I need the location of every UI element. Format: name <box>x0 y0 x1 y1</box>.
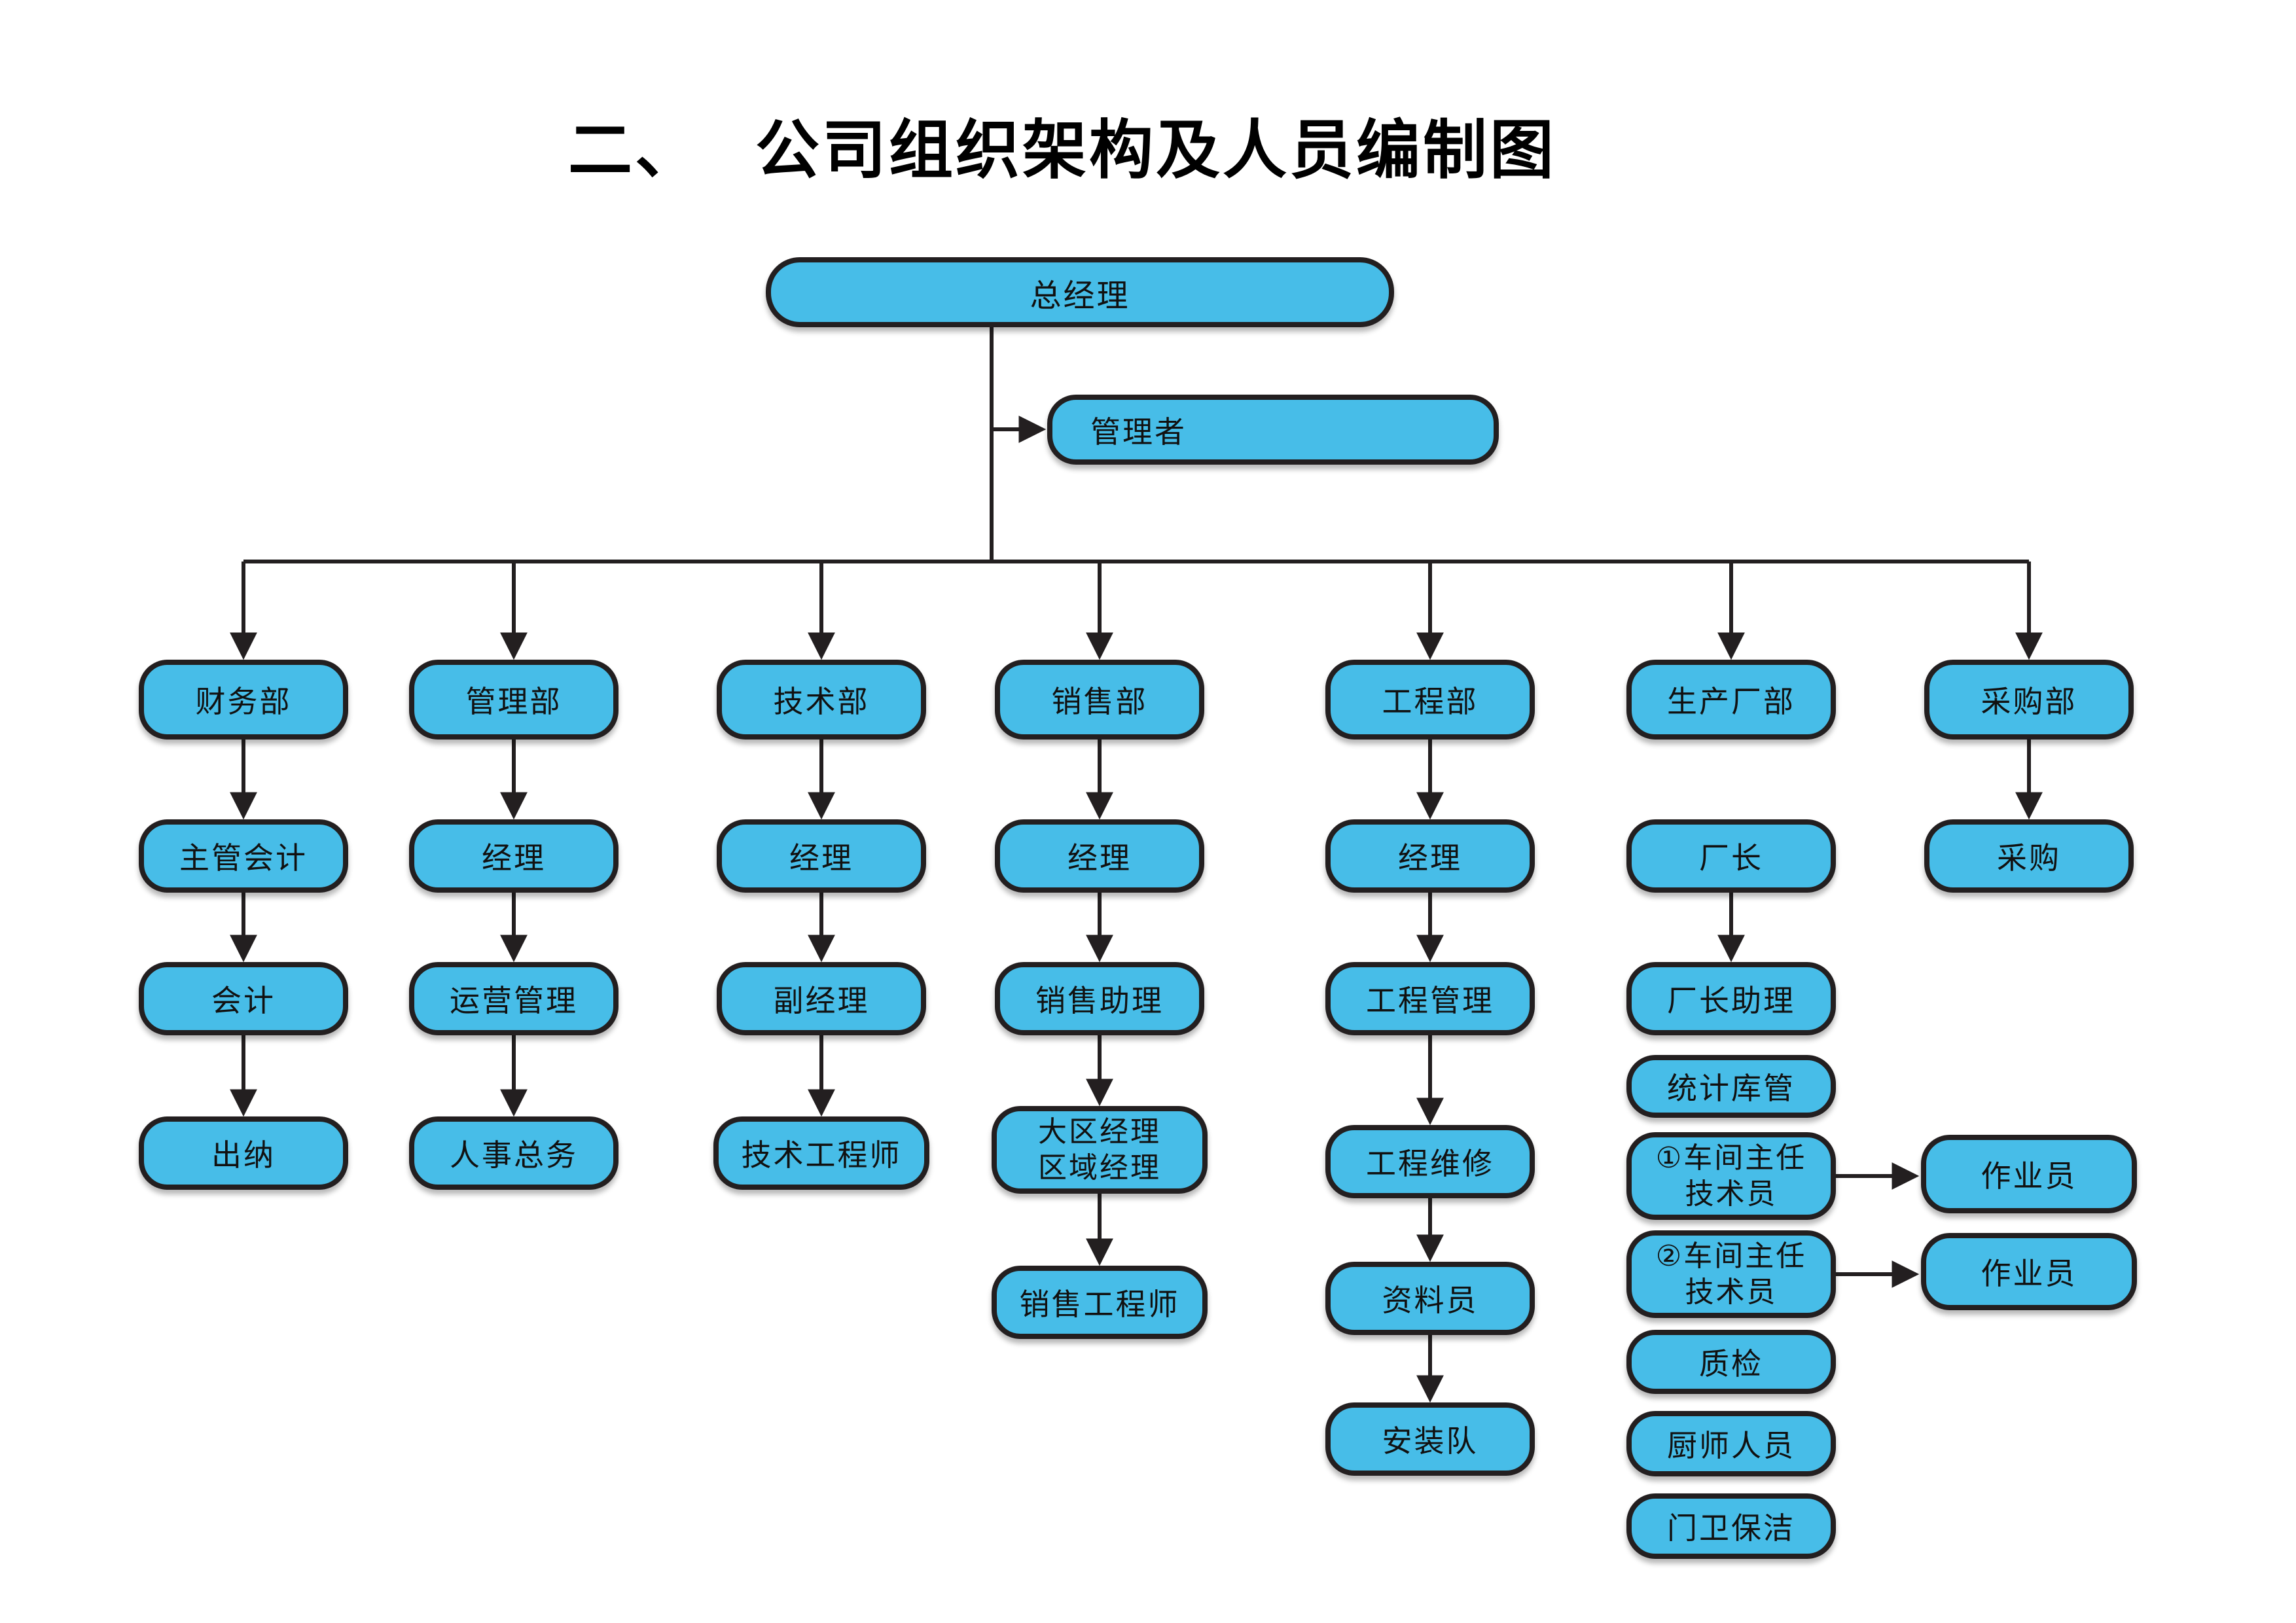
node-engineering-management: 工程管理 <box>1325 962 1535 1035</box>
node-admin-dept: 管理部 <box>409 660 619 740</box>
node-tech-engineer: 技术工程师 <box>713 1116 929 1190</box>
node-line: 大区经理 <box>1038 1116 1161 1148</box>
node-factory-director: 厂长 <box>1626 819 1836 893</box>
node-line: 区域经理 <box>1038 1152 1161 1184</box>
node-deputy-manager: 副经理 <box>717 962 926 1035</box>
node-line: 技术员 <box>1685 1178 1778 1210</box>
node-procurement: 采购 <box>1924 819 2134 893</box>
node-tech-dept: 技术部 <box>717 660 926 740</box>
node-workshop1-director: ①车间主任 技术员 <box>1626 1132 1836 1220</box>
node-sales-engineer: 销售工程师 <box>992 1266 1208 1339</box>
node-finance-dept: 财务部 <box>139 660 348 740</box>
node-accountant: 会计 <box>139 962 348 1035</box>
node-stats-warehouse-keeper: 统计库管 <box>1626 1055 1836 1118</box>
node-production-dept: 生产厂部 <box>1626 660 1836 740</box>
node-cashier: 出纳 <box>139 1116 348 1190</box>
node-chief-accountant: 主管会计 <box>139 819 348 893</box>
node-operator-1: 作业员 <box>1921 1135 2137 1213</box>
title-text: 公司组织架构及人员编制图 <box>755 114 1557 186</box>
title-numbering: 二、 <box>568 114 702 186</box>
node-quality-inspection: 质检 <box>1626 1330 1836 1394</box>
node-kitchen-staff: 厨师人员 <box>1626 1411 1836 1476</box>
node-sales-manager: 经理 <box>995 819 1204 893</box>
node-security-cleaning: 门卫保洁 <box>1626 1493 1836 1559</box>
node-sales-dept: 销售部 <box>995 660 1204 740</box>
node-engineering-maintenance: 工程维修 <box>1325 1125 1535 1198</box>
node-engineering-manager: 经理 <box>1325 819 1535 893</box>
page-title: 二、 公司组织架构及人员编制图 <box>568 98 1556 191</box>
node-workshop2-director: ②车间主任 技术员 <box>1626 1230 1836 1318</box>
node-line: 技术员 <box>1685 1276 1778 1308</box>
node-line: ②车间主任 <box>1655 1240 1807 1272</box>
node-document-clerk: 资料员 <box>1325 1262 1535 1335</box>
node-admin-manager: 经理 <box>409 819 619 893</box>
node-operations-management: 运营管理 <box>409 962 619 1035</box>
node-manager: 管理者 <box>1047 395 1499 465</box>
node-procurement-dept: 采购部 <box>1924 660 2134 740</box>
node-tech-manager: 经理 <box>717 819 926 893</box>
node-installation-team: 安装队 <box>1325 1402 1535 1476</box>
node-operator-2: 作业员 <box>1921 1233 2137 1310</box>
node-sales-assistant: 销售助理 <box>995 962 1204 1035</box>
node-factory-director-assistant: 厂长助理 <box>1626 962 1836 1035</box>
node-engineering-dept: 工程部 <box>1325 660 1535 740</box>
node-general-manager: 总经理 <box>766 257 1394 327</box>
node-regional-manager: 大区经理 区域经理 <box>992 1106 1208 1194</box>
node-hr-general-affairs: 人事总务 <box>409 1116 619 1190</box>
node-line: ①车间主任 <box>1655 1142 1807 1174</box>
